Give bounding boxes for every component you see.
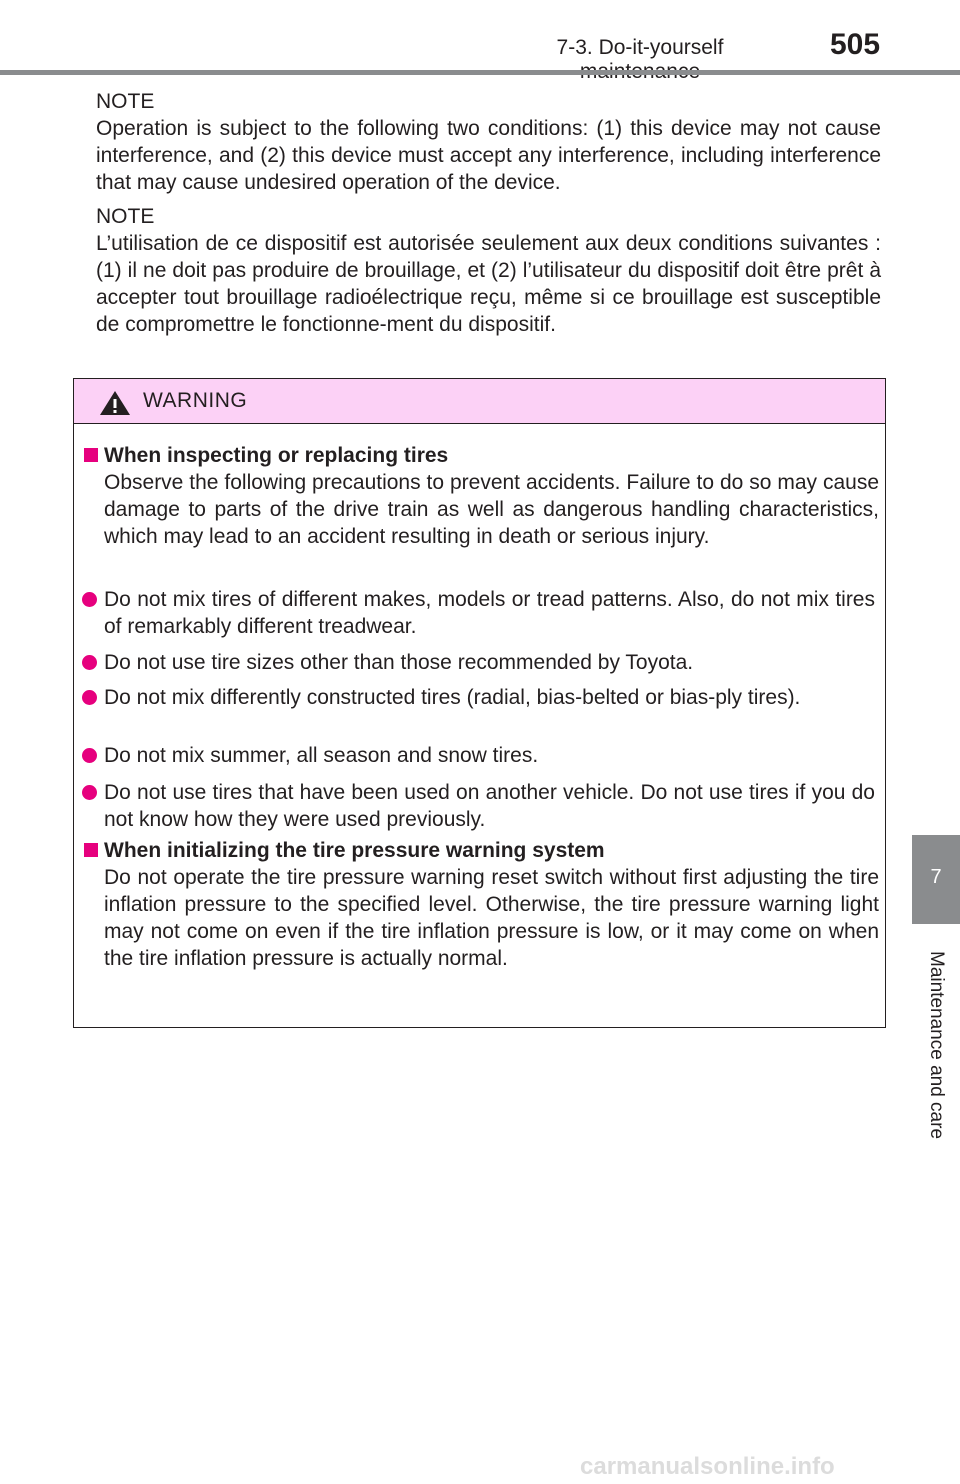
chapter-number: 7 — [930, 866, 942, 888]
list-item-text: Do not mix differently constructed tires… — [104, 686, 801, 709]
list-item: Do not use tires that have been used on … — [82, 779, 875, 833]
section-body: Observe the following precautions to pre… — [104, 471, 879, 548]
round-bullet-icon — [82, 785, 97, 800]
note-label: NOTE — [96, 90, 155, 113]
note-label: NOTE — [96, 205, 155, 228]
list-item-text: Do not use tire sizes other than those r… — [104, 651, 694, 674]
square-bullet-icon — [84, 448, 98, 462]
round-bullet-icon — [82, 690, 97, 705]
round-bullet-icon — [82, 655, 97, 670]
note-text: L’utilisation de ce dispositif est autor… — [96, 232, 881, 336]
chapter-title: Maintenance and care — [926, 950, 947, 1140]
warning-label: WARNING — [143, 389, 248, 412]
square-bullet-icon — [84, 843, 98, 857]
note-french: NOTE L’utilisation de ce dispositif est … — [96, 203, 881, 338]
list-item: Do not mix summer, all season and snow t… — [82, 742, 875, 769]
header-rule — [0, 70, 960, 75]
list-item-text: Do not mix summer, all season and snow t… — [104, 744, 539, 767]
warning-box: WARNING When inspecting or replacing tir… — [73, 378, 886, 1028]
chapter-tab: 7 — [912, 835, 960, 924]
watermark: carmanualsonline.info — [580, 1453, 835, 1480]
warning-triangle-icon — [99, 390, 131, 421]
warning-section-tpws: When initializing the tire pressure warn… — [84, 837, 879, 972]
note-english: NOTE Operation is subject to the followi… — [96, 88, 881, 196]
page-number: 505 — [829, 28, 881, 61]
round-bullet-icon — [82, 592, 97, 607]
section-heading: When initializing the tire pressure warn… — [84, 837, 879, 864]
round-bullet-icon — [82, 748, 97, 763]
warning-header: WARNING — [74, 379, 885, 424]
section-heading-text: When inspecting or replacing tires — [104, 444, 449, 467]
section-heading: When inspecting or replacing tires — [84, 442, 879, 469]
list-item-text: Do not use tires that have been used on … — [104, 781, 875, 831]
section-body: Do not operate the tire pressure warning… — [104, 866, 879, 970]
note-text: Operation is subject to the following tw… — [96, 117, 881, 194]
chapter-title-wrap: Maintenance and care — [912, 930, 960, 1160]
list-item-text: Do not mix tires of different makes, mod… — [104, 588, 875, 638]
list-item: Do not use tire sizes other than those r… — [82, 649, 875, 676]
warning-section-tires: When inspecting or replacing tires Obser… — [84, 442, 879, 550]
list-item: Do not mix tires of different makes, mod… — [82, 586, 875, 640]
list-item: Do not mix differently constructed tires… — [82, 684, 875, 711]
section-heading-text: When initializing the tire pressure warn… — [104, 839, 605, 862]
section-title: 7-3. Do-it-yourself maintenance — [556, 36, 724, 83]
